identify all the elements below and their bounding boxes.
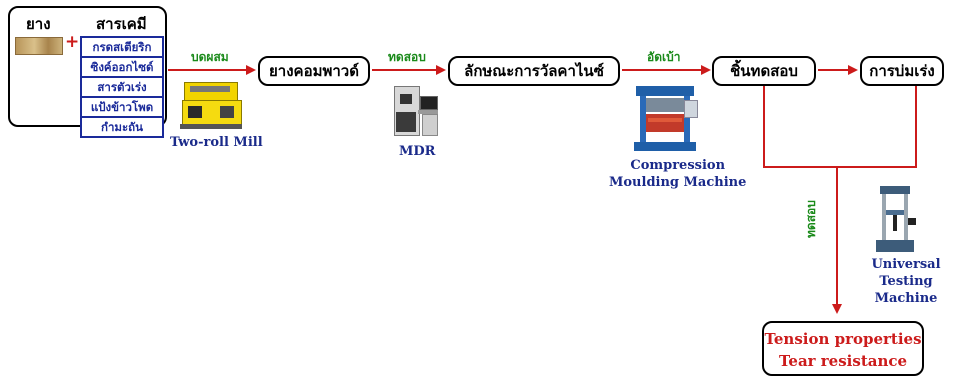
- chemical-item: กรดสเตียริก: [81, 37, 163, 57]
- utm-label: Universal Testing Machine: [857, 256, 955, 307]
- compression-moulding-image: [632, 84, 698, 152]
- arrow-label-mix: บดผสม: [191, 50, 229, 64]
- aging-box: การบ่มเร่ง: [860, 56, 944, 86]
- result-tear: Tear resistance: [778, 352, 908, 370]
- compound-box: ยางคอมพาวด์: [258, 56, 370, 86]
- arrow-label-test: ทดสอบ: [388, 50, 426, 64]
- two-roll-mill-image: [180, 78, 242, 130]
- two-roll-mill-label: Two-roll Mill: [170, 135, 263, 150]
- specimen-branch-line: [763, 84, 917, 168]
- chemical-item: กำมะถัน: [81, 117, 163, 137]
- chemical-item: สารตัวเร่ง: [81, 77, 163, 97]
- result-tension: Tension properties: [764, 330, 922, 348]
- rubber-label: ยาง: [26, 15, 51, 33]
- mdr-image: [392, 82, 440, 138]
- mdr-label: MDR: [399, 144, 436, 159]
- arrow-label-press: อัดเบ้า: [647, 50, 681, 64]
- utm-label-line2: Testing Machine: [874, 274, 938, 306]
- plus-sign: +: [65, 32, 80, 52]
- rubber-sheet-image: [15, 37, 63, 55]
- chemical-item: แป้งข้าวโพด: [81, 97, 163, 117]
- compression-label-line1: Compression: [630, 158, 726, 173]
- chemical-item: ซิงค์ออกไซด์: [81, 57, 163, 77]
- chemicals-list: กรดสเตียริก ซิงค์ออกไซด์ สารตัวเร่ง แป้ง…: [80, 36, 164, 138]
- compression-moulding-label: Compression Moulding Machine: [609, 157, 746, 191]
- chemicals-label: สารเคมี: [96, 15, 147, 33]
- inputs-group: ยาง สารเคมี + กรดสเตียริก ซิงค์ออกไซด์ ส…: [8, 6, 167, 138]
- cure-characteristic-box: ลักษณะการวัลคาไนซ์: [448, 56, 620, 86]
- specimen-box: ชิ้นทดสอบ: [712, 56, 816, 86]
- arrow-label-test-vertical: ทดสอบ: [804, 200, 818, 238]
- utm-label-line1: Universal: [871, 257, 941, 272]
- compression-label-line2: Moulding Machine: [609, 175, 747, 190]
- utm-image: [874, 184, 916, 254]
- results-box: Tension properties Tear resistance: [762, 321, 924, 376]
